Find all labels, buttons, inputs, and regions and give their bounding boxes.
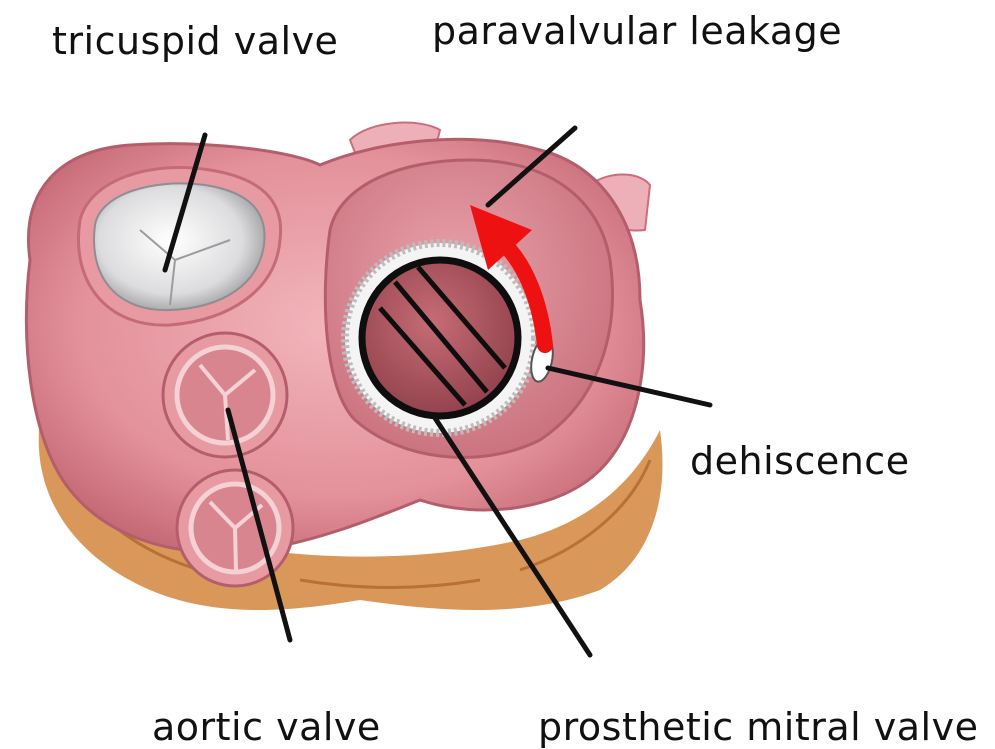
label-tricuspid-valve: tricuspid valve <box>52 22 338 60</box>
label-prosthetic-mitral-valve: prosthetic mitral valve <box>538 708 978 746</box>
label-aortic-valve: aortic valve <box>152 708 381 746</box>
prosthetic-mitral-valve <box>345 243 535 433</box>
aortic-valve <box>163 333 287 457</box>
label-dehiscence: dehiscence <box>690 442 910 480</box>
label-paravalvular-leakage: paravalvular leakage <box>432 12 842 50</box>
pulmonary-valve <box>177 470 293 586</box>
